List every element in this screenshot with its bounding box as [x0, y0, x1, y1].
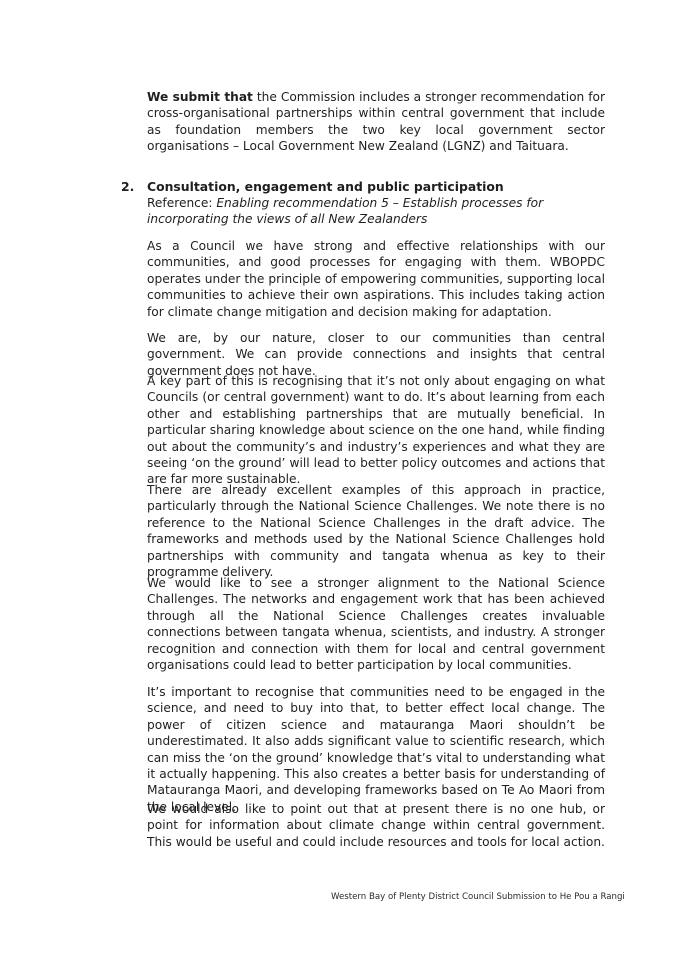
intro-lead: We submit that — [147, 90, 253, 104]
reference-label: Reference: — [147, 196, 217, 210]
paragraph-5: We would like to see a stronger alignmen… — [147, 576, 605, 673]
page-footer: Western Bay of Plenty District Council S… — [331, 892, 625, 902]
intro-paragraph: We submit that the Commission includes a… — [147, 89, 605, 155]
intro-text: the Commission includes a stronger recom… — [147, 90, 605, 154]
section-title: Consultation, engagement and public part… — [147, 179, 504, 194]
paragraph-6: It’s important to recognise that communi… — [147, 685, 605, 814]
paragraph-3: A key part of this is recognising that i… — [147, 374, 605, 487]
section-reference: Reference: Enabling recommendation 5 – E… — [147, 195, 607, 228]
paragraph-2: We are, by our nature, closer to our com… — [147, 331, 605, 378]
section-heading: 2. Consultation, engagement and public pa… — [121, 179, 611, 195]
reference-text: Enabling recommendation 5 – Establish pr… — [147, 196, 544, 227]
section-number: 2. — [121, 179, 135, 194]
paragraph-7: We would also like to point out that at … — [147, 802, 605, 849]
paragraph-1: As a Council we have strong and effectiv… — [147, 239, 605, 319]
paragraph-4: There are already excellent examples of … — [147, 483, 605, 580]
